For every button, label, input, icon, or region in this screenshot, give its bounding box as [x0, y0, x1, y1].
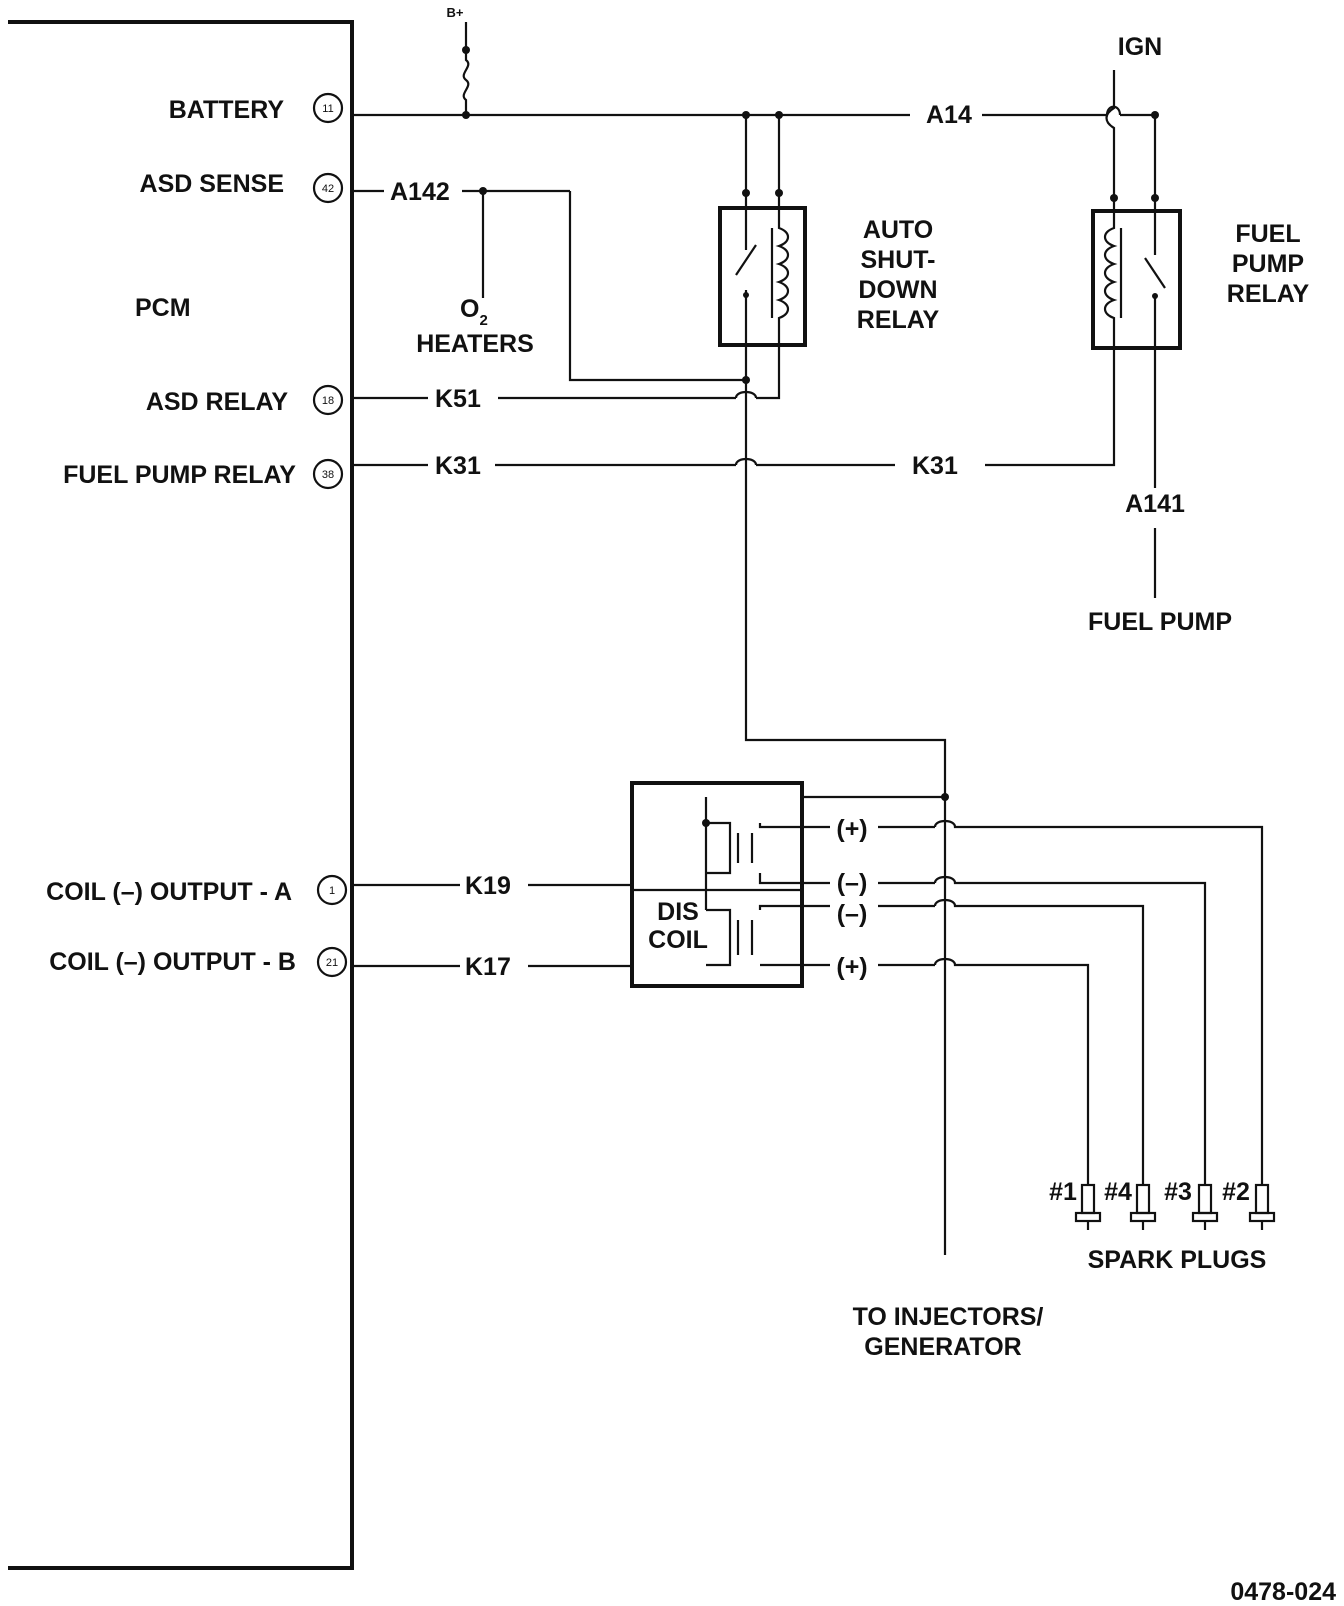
spark-plug-3: #3 [1164, 1178, 1219, 1230]
spark-plug-4: #4 [1104, 1178, 1157, 1230]
spark-plugs-label: SPARK PLUGS [1088, 1246, 1267, 1274]
pcm-label: PCM [135, 294, 191, 322]
coil-terminals: (+) (–) (–) (+) [802, 815, 935, 981]
dis-coil-label-1: DIS [657, 898, 699, 926]
wire-a14: A14 [352, 101, 1159, 129]
wire-label-k31-left: K31 [435, 452, 481, 480]
coil-terminal-3: (–) [837, 900, 868, 928]
wire-label-a142: A142 [390, 178, 450, 206]
b-plus-feed: B+ [447, 5, 470, 119]
o2-heaters-label: HEATERS [416, 330, 534, 358]
pin-number-asd-sense: 42 [322, 183, 334, 195]
wire-label-k19: K19 [465, 872, 511, 900]
o2-label-o: O [460, 295, 479, 323]
o2-heaters: O2 HEATERS [416, 295, 534, 358]
fuel-pump-relay-label-3: RELAY [1227, 280, 1310, 308]
wire-k17: K17 [352, 953, 632, 981]
wire-a141: A141 FUEL PUMP [1088, 348, 1232, 636]
spark-plug-leads [933, 819, 1264, 1185]
to-injectors-label: TO INJECTORS/ GENERATOR [853, 1303, 1044, 1361]
pin-label-asd-relay: ASD RELAY [146, 388, 288, 416]
spark-plug-1: #1 [1049, 1178, 1102, 1230]
wire-label-a14: A14 [926, 101, 972, 129]
wire-label-a141: A141 [1125, 490, 1185, 518]
pin-label-coil-output-a: COIL (–) OUTPUT - A [46, 878, 292, 906]
dis-coil: DIS COIL [630, 781, 945, 988]
o2-label: O2 [460, 295, 488, 329]
asd-relay-label-4: RELAY [857, 306, 940, 334]
wire-k31: K31 K31 [352, 348, 1116, 480]
ign-label: IGN [1118, 33, 1162, 61]
pin-label-asd-sense: ASD SENSE [140, 170, 284, 198]
wire-k19: K19 [352, 872, 632, 900]
pin-number-fuel-pump-relay: 38 [322, 469, 334, 481]
coil-terminal-1: (+) [836, 815, 867, 843]
pcm-pin-asd-relay: ASD RELAY 18 [146, 384, 344, 416]
pcm-pin-coil-output-b: COIL (–) OUTPUT - B 21 [49, 946, 348, 978]
asd-relay-label-2: SHUT- [861, 246, 936, 274]
figure-id: 0478-024 [1230, 1578, 1336, 1606]
fuel-pump-relay-label-1: FUEL [1235, 220, 1300, 248]
wire-label-k17: K17 [465, 953, 511, 981]
pin-label-battery: BATTERY [169, 96, 285, 124]
pin-number-battery: 11 [322, 103, 333, 115]
fuel-pump-label: FUEL PUMP [1088, 608, 1232, 636]
dis-coil-label-2: COIL [648, 926, 708, 954]
spark-plug-number-1: #1 [1049, 1178, 1077, 1206]
asd-relay: AUTO SHUT- DOWN RELAY [718, 115, 940, 347]
pin-label-coil-output-b: COIL (–) OUTPUT - B [49, 948, 296, 976]
pin-number-coil-output-a: 1 [329, 885, 335, 897]
spark-plug-number-4: #4 [1104, 1178, 1132, 1206]
wire-label-k51: K51 [435, 385, 481, 413]
pcm-module: PCM [8, 20, 354, 1570]
spark-plug-number-3: #3 [1164, 1178, 1192, 1206]
fuel-pump-relay-label-2: PUMP [1232, 250, 1304, 278]
pin-label-fuel-pump-relay: FUEL PUMP RELAY [63, 461, 296, 489]
pcm-pin-asd-sense: ASD SENSE 42 [140, 170, 344, 204]
wire-label-k31-right: K31 [912, 452, 958, 480]
to-injectors-line-1: TO INJECTORS/ [853, 1303, 1044, 1331]
pcm-pin-fuel-pump-relay: FUEL PUMP RELAY 38 [63, 458, 344, 490]
pcm-pin-coil-output-a: COIL (–) OUTPUT - A 1 [46, 874, 348, 906]
b-plus-label: B+ [447, 5, 464, 20]
pin-number-coil-output-b: 21 [326, 957, 338, 969]
wire-a142: A142 [352, 178, 750, 384]
pin-number-asd-relay: 18 [322, 395, 334, 407]
asd-output-feed [744, 345, 949, 1255]
coil-terminal-2: (–) [837, 869, 868, 897]
o2-label-sub: 2 [479, 312, 487, 329]
fuel-pump-relay: FUEL PUMP RELAY [1091, 115, 1310, 350]
asd-relay-label-1: AUTO [863, 216, 933, 244]
asd-relay-label-3: DOWN [858, 276, 937, 304]
coil-terminal-4: (+) [836, 953, 867, 981]
pcm-pin-battery: BATTERY 11 [169, 92, 344, 124]
spark-plug-number-2: #2 [1222, 1178, 1250, 1206]
to-injectors-line-2: GENERATOR [864, 1333, 1021, 1361]
spark-plug-2: #2 [1222, 1178, 1276, 1230]
wire-k51: K51 [352, 345, 781, 413]
